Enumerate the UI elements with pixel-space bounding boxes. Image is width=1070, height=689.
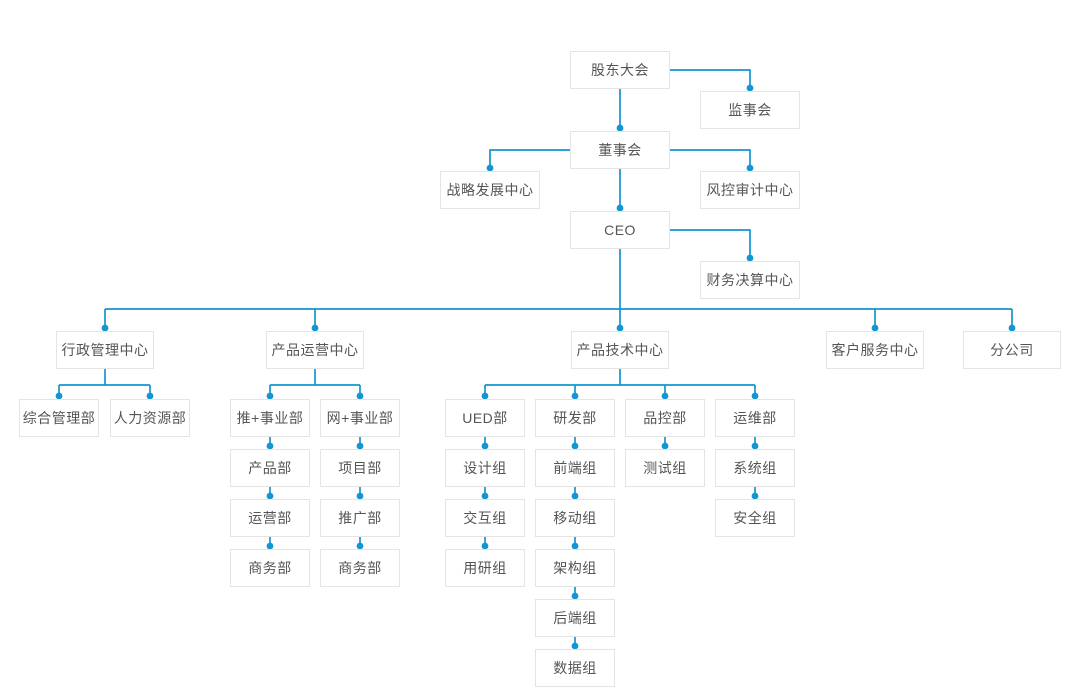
org-node-backend-group: 后端组: [535, 599, 615, 637]
org-node-architecture-group: 架构组: [535, 549, 615, 587]
org-node-frontend-group: 前端组: [535, 449, 615, 487]
connector-dot: [356, 542, 364, 550]
org-node-admin-mgmt-center: 行政管理中心: [56, 331, 154, 369]
org-node-quality-control-dept: 品控部: [625, 399, 705, 437]
org-node-system-group: 系统组: [715, 449, 795, 487]
org-node-project-dept: 项目部: [320, 449, 400, 487]
org-node-ceo: CEO: [570, 211, 670, 249]
org-node-customer-service-center: 客户服务中心: [826, 331, 924, 369]
connector-dot: [1008, 324, 1016, 332]
connector-dot: [751, 492, 759, 500]
org-node-ued-dept: UED部: [445, 399, 525, 437]
connector-dot: [571, 642, 579, 650]
org-node-rnd-dept: 研发部: [535, 399, 615, 437]
org-node-finance-center: 财务决算中心: [700, 261, 800, 299]
org-node-testing-group: 测试组: [625, 449, 705, 487]
org-node-product-dept: 产品部: [230, 449, 310, 487]
connector-dot: [481, 492, 489, 500]
org-node-business-dept-wang: 商务部: [320, 549, 400, 587]
connector-dot: [486, 164, 494, 172]
connector-dot: [746, 254, 754, 262]
connector-dot: [616, 204, 624, 212]
org-node-wang-business-division: 网+事业部: [320, 399, 400, 437]
connector-dot: [481, 392, 489, 400]
org-node-data-group: 数据组: [535, 649, 615, 687]
connector-dot: [481, 542, 489, 550]
org-node-interaction-group: 交互组: [445, 499, 525, 537]
connector-dot: [616, 324, 624, 332]
connector-dot: [266, 492, 274, 500]
org-node-product-tech-center: 产品技术中心: [571, 331, 669, 369]
org-node-product-ops-center: 产品运营中心: [266, 331, 364, 369]
connector-dot: [661, 392, 669, 400]
connector-line: [670, 69, 751, 91]
org-node-ops-maintenance-dept: 运维部: [715, 399, 795, 437]
org-node-hr-dept: 人力资源部: [110, 399, 190, 437]
org-node-mobile-group: 移动组: [535, 499, 615, 537]
connector-dot: [356, 392, 364, 400]
connector-dot: [751, 392, 759, 400]
org-node-board-of-directors: 董事会: [570, 131, 670, 169]
org-node-security-group: 安全组: [715, 499, 795, 537]
connector-dot: [571, 592, 579, 600]
connector-dot: [356, 442, 364, 450]
connector-dot: [266, 392, 274, 400]
connector-line: [670, 149, 751, 171]
org-node-general-mgmt-dept: 综合管理部: [19, 399, 99, 437]
connector-dot: [266, 442, 274, 450]
org-node-risk-audit-center: 风控审计中心: [700, 171, 800, 209]
org-node-strategy-dev-center: 战略发展中心: [440, 171, 540, 209]
connector-dot: [746, 164, 754, 172]
connector-dot: [146, 392, 154, 400]
connector-dot: [311, 324, 319, 332]
org-node-design-group: 设计组: [445, 449, 525, 487]
connector-dot: [571, 492, 579, 500]
org-node-operations-dept: 运营部: [230, 499, 310, 537]
connector-dot: [661, 442, 669, 450]
org-node-supervisory-board: 监事会: [700, 91, 800, 129]
connector-line: [489, 149, 570, 171]
connector-dot: [571, 542, 579, 550]
connector-dot: [481, 442, 489, 450]
org-node-business-dept-tui: 商务部: [230, 549, 310, 587]
org-node-shareholders-meeting: 股东大会: [570, 51, 670, 89]
connector-line: [670, 229, 751, 261]
connector-dot: [751, 442, 759, 450]
connector-dot: [571, 442, 579, 450]
org-node-tui-business-division: 推+事业部: [230, 399, 310, 437]
org-node-user-research-group: 用研组: [445, 549, 525, 587]
connector-dot: [266, 542, 274, 550]
connector-dot: [55, 392, 63, 400]
connector-dot: [571, 392, 579, 400]
org-node-branch-company: 分公司: [963, 331, 1061, 369]
connector-dot: [101, 324, 109, 332]
connector-dot: [356, 492, 364, 500]
connector-dot: [746, 84, 754, 92]
org-node-promotion-dept: 推广部: [320, 499, 400, 537]
connector-dot: [871, 324, 879, 332]
connector-dot: [616, 124, 624, 132]
